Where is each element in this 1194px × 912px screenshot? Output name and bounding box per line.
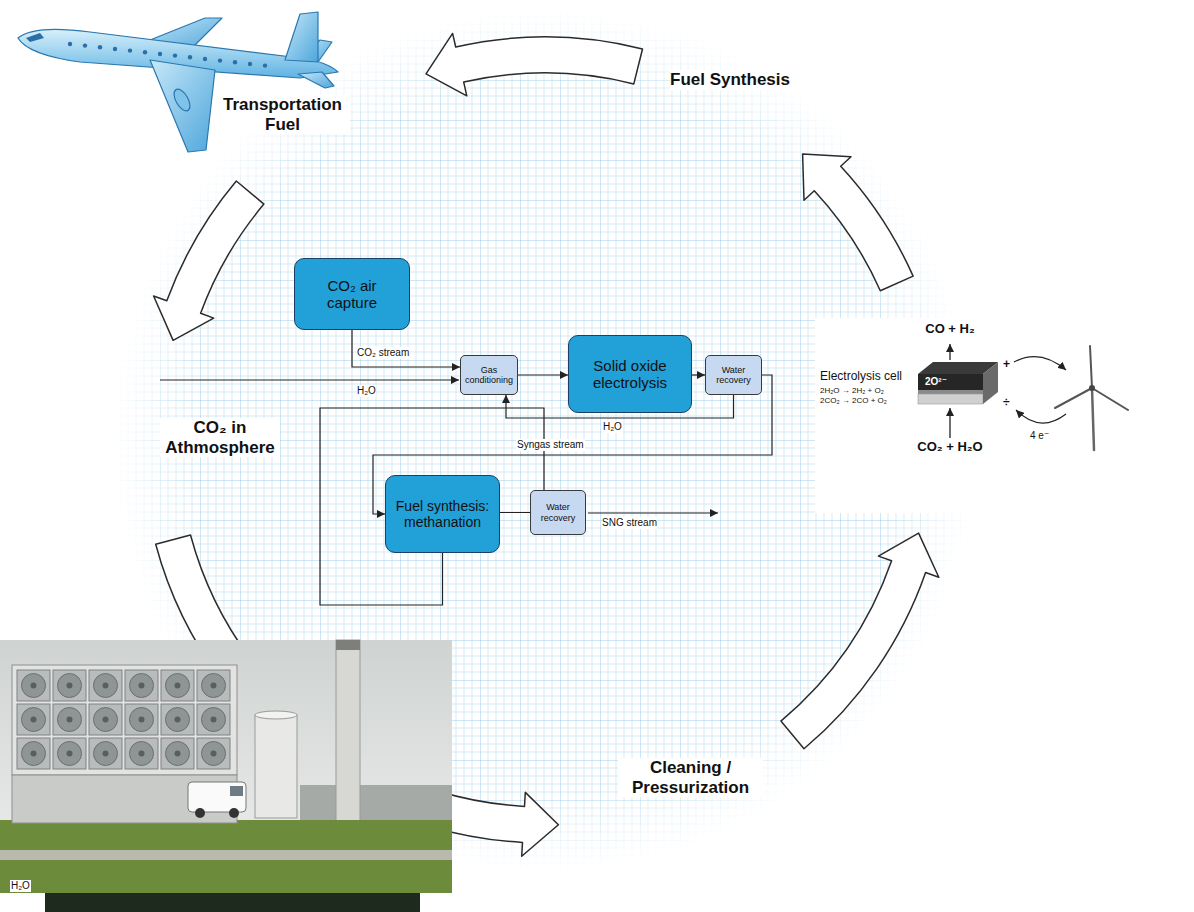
cycle-stage-label: Cleaning / Pressurization xyxy=(618,758,763,797)
air-capture-photo xyxy=(0,640,452,912)
flow-connector xyxy=(320,408,544,605)
stream-label: H₂O xyxy=(357,385,376,397)
cell-input: CO₂ + H₂O xyxy=(905,440,995,455)
electron-label: 4 e⁻ xyxy=(1030,430,1049,442)
cell-output: CO + H₂ xyxy=(915,322,985,337)
reaction-equation: 2CO₂ → 2CO + O₂ xyxy=(820,396,887,405)
conditioning-box: Gas conditioning xyxy=(460,355,518,395)
cycle-stage-label: CO₂ in Athmosphere xyxy=(160,418,280,457)
cycle-stage-label: Transportation Fuel xyxy=(215,95,350,134)
wind-turbine xyxy=(1055,346,1128,450)
stream-label: SNG stream xyxy=(602,517,657,529)
cycle-stage-label: Fuel Synthesis xyxy=(670,70,790,90)
flow-connector xyxy=(518,374,568,375)
stream-label: Syngas stream xyxy=(516,439,585,451)
cell-title: Electrolysis cell xyxy=(820,370,902,384)
stream-label: H₂O xyxy=(10,880,31,892)
grid-ground xyxy=(113,8,977,872)
electrode-sign: + xyxy=(1003,358,1010,372)
box-text: Fuel synthesis: methanation xyxy=(392,498,493,530)
electrolysis-box: Solid oxide electrolysis xyxy=(568,335,692,413)
flow-connector xyxy=(692,374,705,375)
stream-label: H₂O xyxy=(602,421,623,433)
box-text: Water recovery xyxy=(709,365,758,386)
box-text: Water recovery xyxy=(534,502,582,523)
capture-box: CO₂ air capture xyxy=(294,258,410,330)
box-text: CO₂ air capture xyxy=(301,277,403,312)
water-recovery-box: Water recovery xyxy=(705,355,762,395)
reaction-equation: 2H₂O → 2H₂ + O₂ xyxy=(820,386,884,395)
box-text: Solid oxide electrolysis xyxy=(575,357,685,392)
flow-connector xyxy=(352,330,460,367)
electrode-sign: ÷ xyxy=(1003,396,1010,410)
box-text: Gas conditioning xyxy=(464,365,514,386)
water-recovery-box: Water recovery xyxy=(530,490,586,535)
cell-panel xyxy=(815,318,1066,513)
methanation-box: Fuel synthesis: methanation xyxy=(385,475,500,553)
ion-label: 2O²⁻ xyxy=(925,376,947,388)
stream-label: CO₂ stream xyxy=(356,347,410,359)
cycle-arrows xyxy=(154,33,939,856)
